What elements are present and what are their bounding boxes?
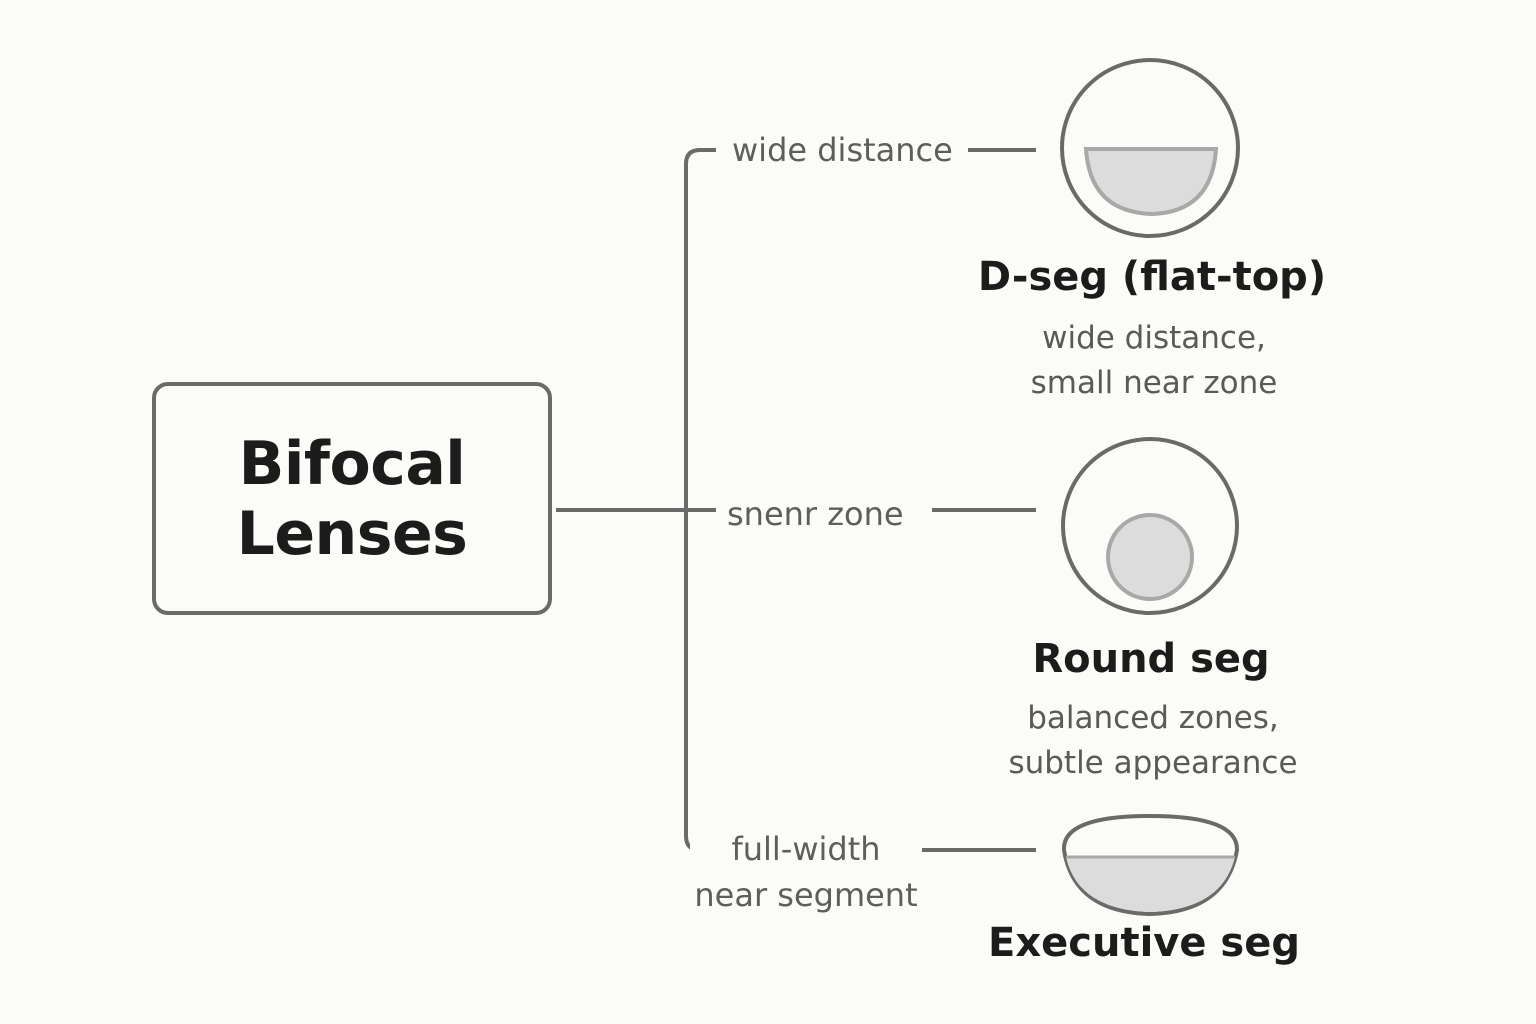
- branch-label-3-line-2: near segment: [694, 876, 918, 914]
- d-seg-title: D-seg (flat-top): [977, 254, 1327, 300]
- branch-label-2: snenr zone: [727, 494, 904, 534]
- round-seg-desc-line-1: balanced zones,: [1027, 700, 1279, 736]
- executive-seg-title: Executive seg: [988, 920, 1300, 966]
- round-seg-description: balanced zones, subtle appearance: [943, 696, 1363, 786]
- branch-label-3-line-1: full-width: [731, 830, 881, 868]
- branch-label-1: wide distance: [732, 130, 953, 170]
- root-node: Bifocal Lenses: [152, 382, 552, 615]
- d-seg-lens-icon: [1060, 58, 1240, 238]
- d-seg-desc-line-1: wide distance,: [1042, 320, 1266, 356]
- round-seg-desc-line-2: subtle appearance: [1008, 745, 1298, 781]
- executive-seg-segment: [1066, 857, 1235, 912]
- branch-label-3: full-width near segment: [690, 826, 922, 918]
- trunk-line: [684, 148, 716, 852]
- d-seg-desc-line-2: small near zone: [1030, 365, 1278, 401]
- executive-seg-lens-icon: [1061, 813, 1240, 917]
- d-seg-description: wide distance, small near zone: [944, 316, 1364, 406]
- root-title-line-2: Lenses: [236, 498, 468, 569]
- executive-seg-outline: [1061, 813, 1240, 917]
- round-seg-title: Round seg: [1032, 636, 1270, 682]
- round-seg-lens-icon: [1061, 437, 1239, 615]
- round-seg-segment: [1106, 513, 1194, 601]
- d-seg-segment: [1083, 147, 1219, 217]
- root-title-line-1: Bifocal: [238, 428, 466, 499]
